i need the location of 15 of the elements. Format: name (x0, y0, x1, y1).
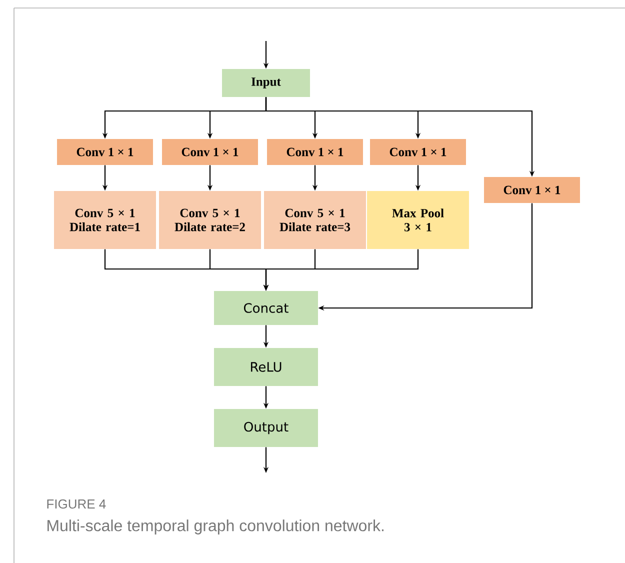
process-box: Conv 1 × 1 (484, 177, 580, 203)
process-box: Conv 1 × 1 (267, 139, 363, 165)
process-box: Conv 5 × 1 Dilate rate=1 (54, 191, 156, 249)
process-box: Conv 1 × 1 (57, 139, 153, 165)
process-box: Conv 5 × 1 Dilate rate=2 (159, 191, 261, 249)
process-box: ReLU (214, 348, 318, 386)
process-box: Output (214, 409, 318, 447)
process-box: Input (222, 69, 310, 97)
caption: Multi-scale temporal graph convolution network. (48, 520, 384, 534)
process-box: Conv 1 × 1 (370, 139, 466, 165)
figure-label: FIGURE 4 (47, 499, 106, 509)
process-box: Max Pool 3 × 1 (367, 191, 469, 249)
process-box: Conv 1 × 1 (162, 139, 258, 165)
process-box: Concat (214, 291, 318, 325)
process-box: Conv 5 × 1 Dilate rate=3 (264, 191, 366, 249)
